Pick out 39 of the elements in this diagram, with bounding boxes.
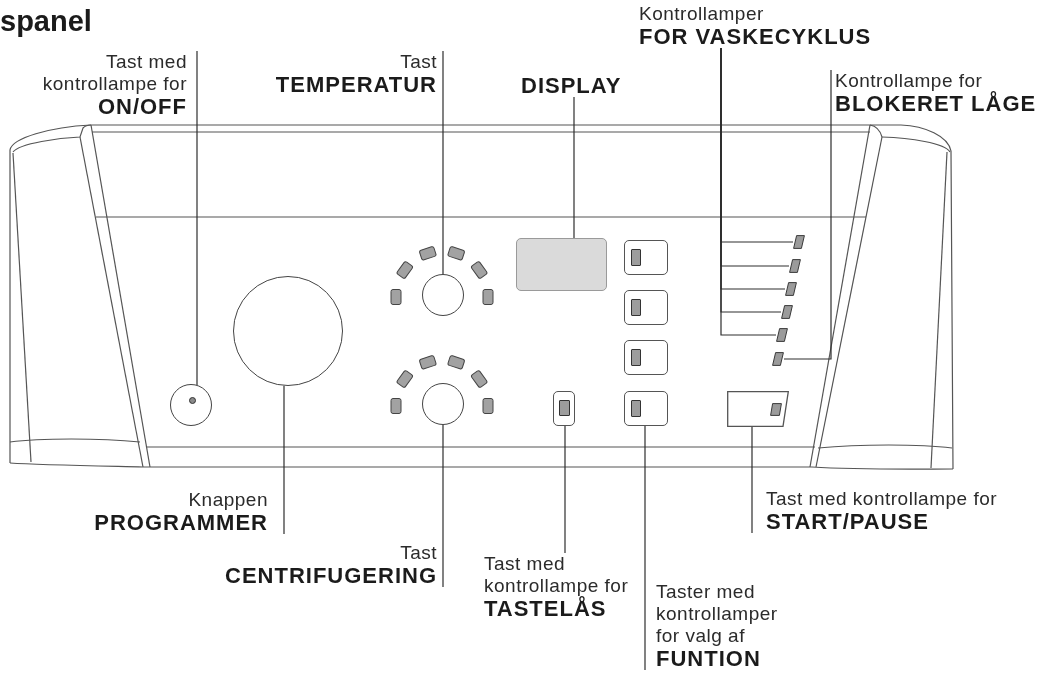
leader-line	[644, 425, 646, 671]
label-heading: ON/OFF	[96, 95, 187, 118]
label-text: Knappen	[187, 489, 268, 511]
leader-line	[564, 425, 566, 554]
indicator-light-icon	[776, 328, 788, 342]
label-text: Tast med kontrollampe for	[41, 51, 187, 95]
label-heading: TEMPERATUR	[274, 73, 437, 96]
label-text: Tast med kontrollampe for	[484, 553, 630, 596]
leader-line	[751, 426, 753, 534]
label-heading: START/PAUSE	[766, 510, 930, 533]
indicator-light-icon	[772, 352, 784, 366]
indicator-light-icon	[781, 305, 793, 319]
leader-line	[196, 50, 198, 386]
indicator-light-icon	[789, 259, 801, 273]
label-heading: BLOKERET LÅGE	[835, 92, 1038, 115]
indicator-light-icon	[785, 282, 797, 296]
leader-line	[573, 96, 575, 239]
push-button	[624, 391, 668, 426]
label-text: Tast	[399, 542, 437, 564]
label-text: Taster med kontrollamper for valg af	[656, 581, 779, 647]
label-heading: FOR VASKECYKLUS	[639, 25, 873, 48]
label-heading: CENTRIFUGERING	[224, 564, 437, 587]
display-screen	[516, 238, 607, 291]
push-button	[553, 391, 575, 426]
indicator-light-icon	[793, 235, 805, 249]
page-title: spanel	[0, 4, 92, 38]
label-heading: TASTELÅS	[484, 597, 608, 620]
leader-line	[442, 50, 444, 275]
label-heading: PROGRAMMER	[93, 511, 268, 534]
label-heading: DISPLAY	[521, 74, 623, 97]
leader-line	[442, 424, 444, 588]
label-text: Kontrollampe for	[835, 70, 984, 91]
label-text: Tast	[399, 51, 437, 73]
label-text: Tast med kontrollampe for	[766, 488, 999, 510]
label-text: Kontrollamper	[639, 3, 765, 25]
leader-line	[283, 385, 285, 535]
push-button	[727, 391, 789, 427]
leader-line	[783, 69, 832, 360]
label-heading: FUNTION	[656, 647, 762, 670]
